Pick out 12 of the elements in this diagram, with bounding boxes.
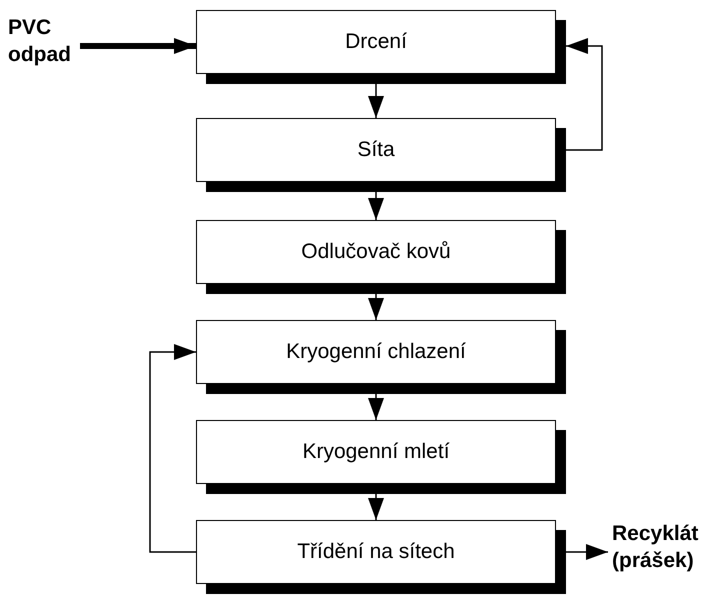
arrow: [566, 544, 608, 560]
arrow: [80, 38, 196, 54]
flow-label: PVC odpad: [8, 14, 78, 72]
process-label: Kryogenní mletí: [302, 440, 450, 464]
process-label: Kryogenní chlazení: [286, 340, 466, 364]
process-label: Drcení: [345, 30, 407, 54]
process-label: Třídění na sítech: [297, 540, 455, 564]
arrow: [566, 38, 603, 151]
arrow: [149, 344, 196, 553]
flow-label: Recyklát (prášek): [612, 520, 726, 578]
process-label: Odlučovač kovů: [301, 240, 451, 264]
process-label: Síta: [357, 138, 395, 162]
